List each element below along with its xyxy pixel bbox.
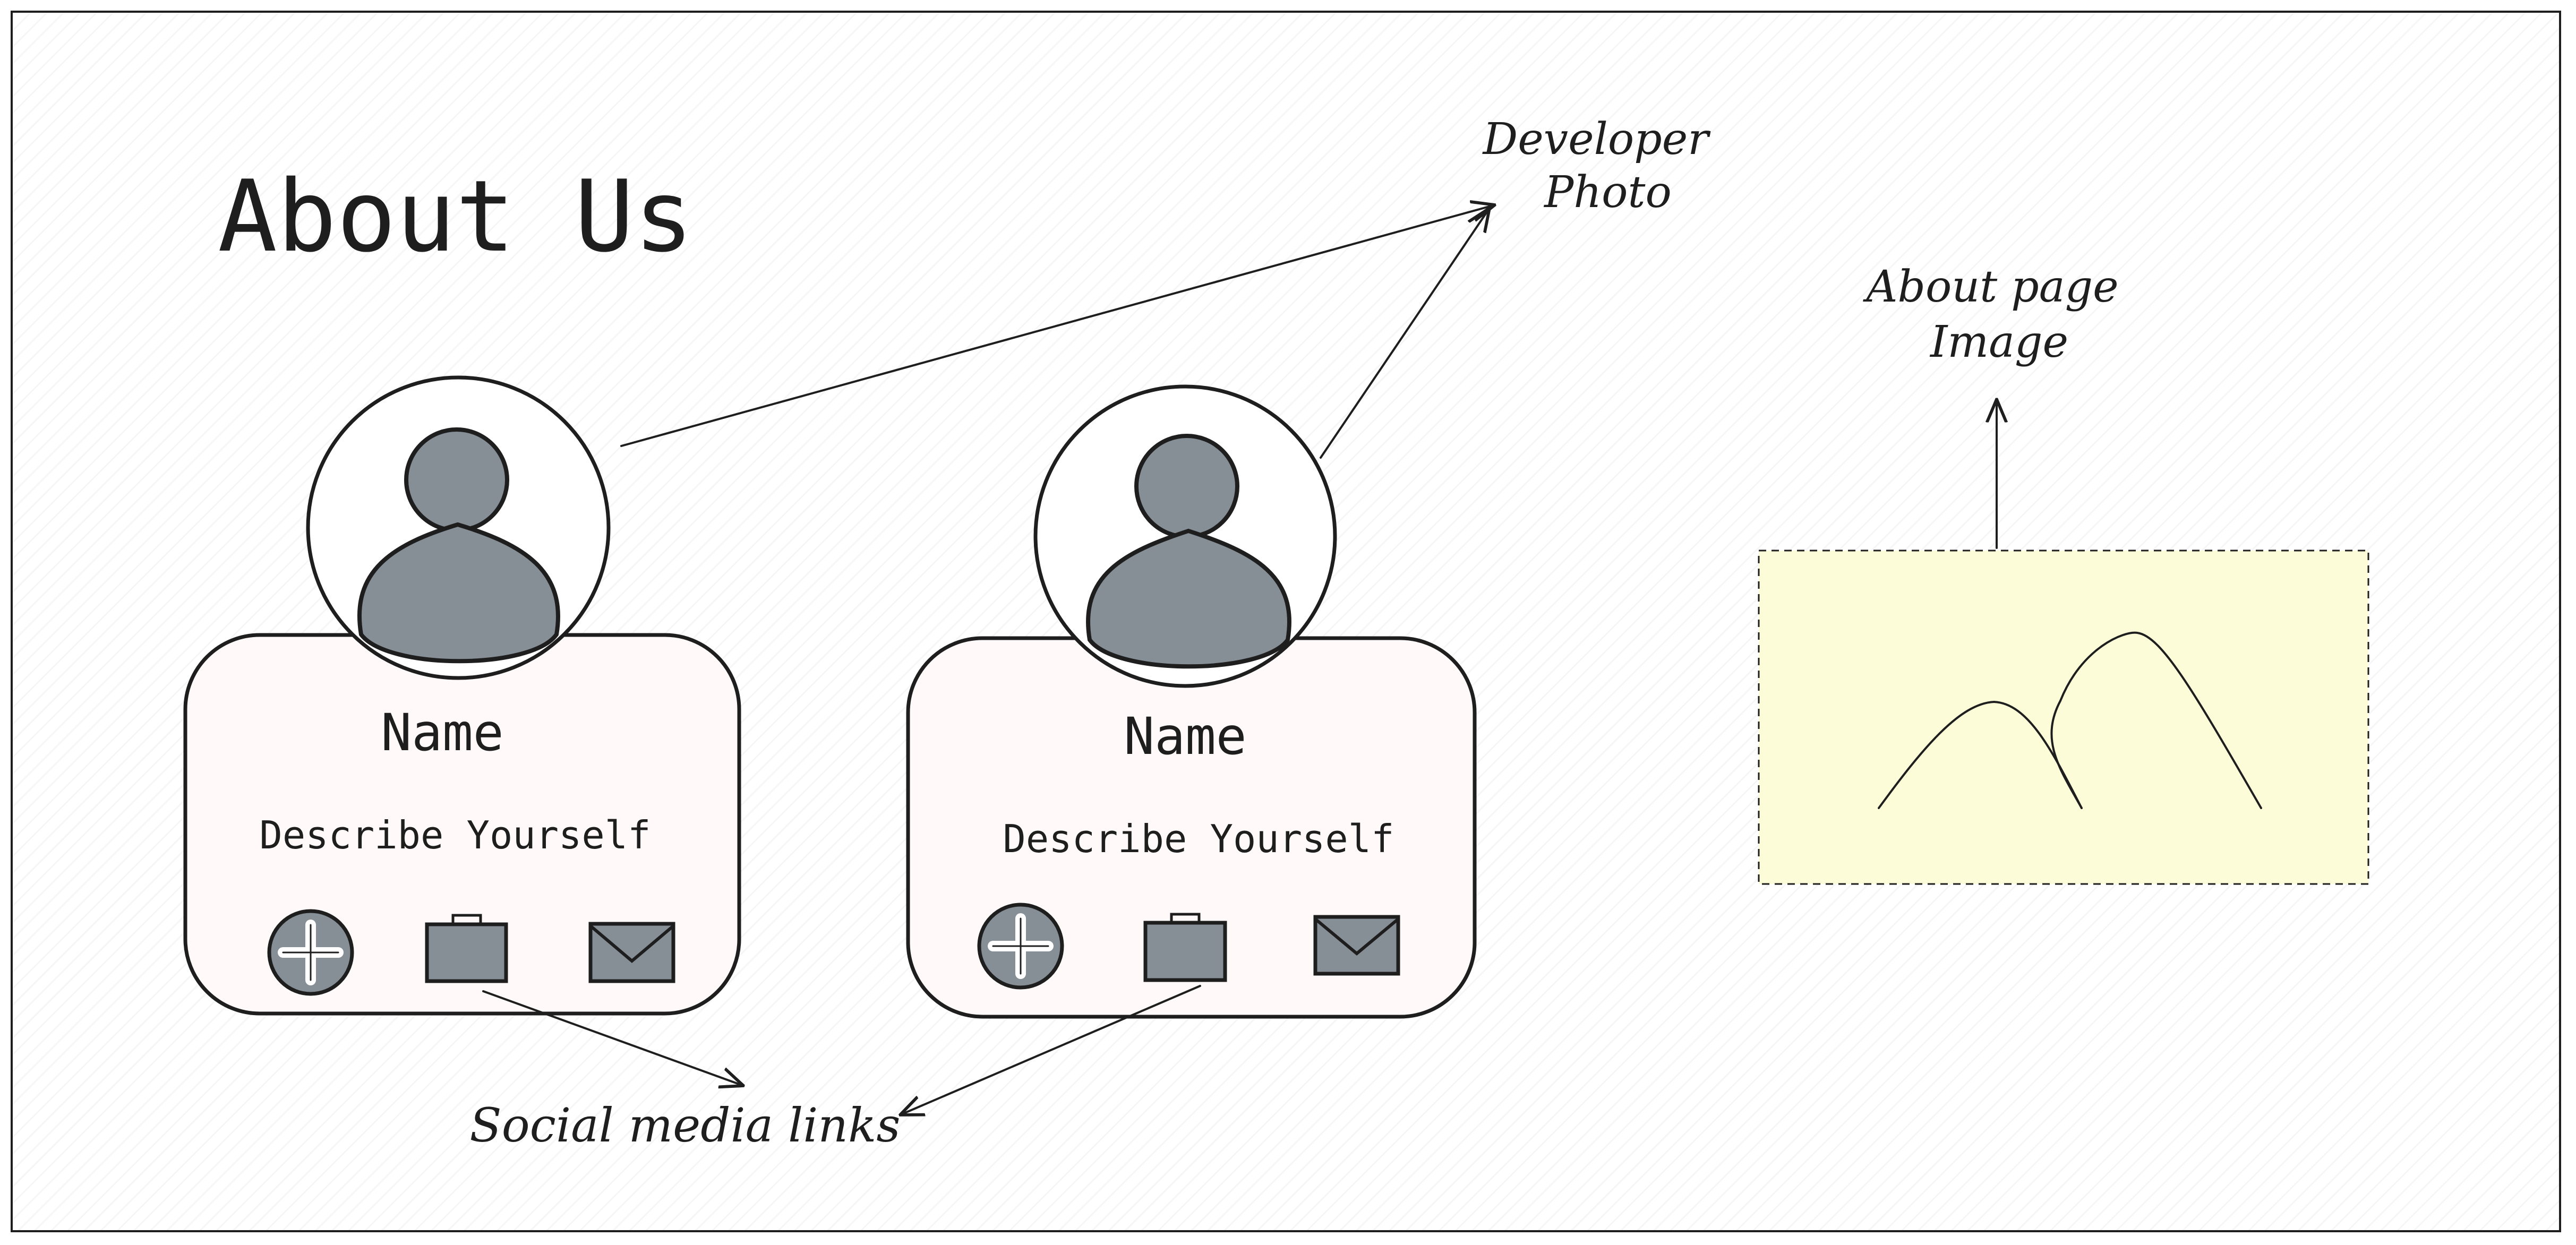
- arrow-card2-to-social-links: [900, 985, 1201, 1115]
- developer-card-1: Name Describe Yourself: [183, 375, 741, 1016]
- social-media-links-label: Social media links: [469, 1098, 900, 1153]
- card-description: Describe Yourself: [260, 813, 651, 857]
- about-image-label-line2: Image: [1929, 317, 2068, 367]
- developer-card-2: Name Describe Yourself: [906, 384, 1477, 1019]
- mountain-icon: [1878, 631, 2262, 809]
- briefcase-icon[interactable]: [1143, 913, 1227, 982]
- arrow-card2-to-developer-photo: [1320, 208, 1490, 459]
- about-page-image-placeholder: [1758, 549, 2369, 885]
- card-name: Name: [381, 703, 503, 762]
- plus-icon[interactable]: [267, 909, 354, 996]
- arrow-card1-to-social-links: [482, 990, 743, 1086]
- mail-icon[interactable]: [1313, 915, 1400, 976]
- developer-photo-label-line1: Developer: [1482, 114, 1711, 165]
- briefcase-icon[interactable]: [425, 914, 508, 983]
- arrow-card1-to-developer-photo: [620, 205, 1495, 447]
- mail-icon[interactable]: [588, 922, 675, 983]
- about-image-label-line1: About page: [1862, 262, 2118, 312]
- page-title: About Us: [218, 159, 694, 274]
- annotation-arrows: [482, 205, 1997, 1115]
- plus-icon[interactable]: [977, 903, 1064, 990]
- avatar-person-icon: [1086, 434, 1291, 669]
- card-name: Name: [1124, 707, 1246, 766]
- card-description: Describe Yourself: [1003, 817, 1394, 861]
- developer-photo-label-line2: Photo: [1543, 167, 1672, 218]
- avatar-person-icon: [357, 427, 560, 664]
